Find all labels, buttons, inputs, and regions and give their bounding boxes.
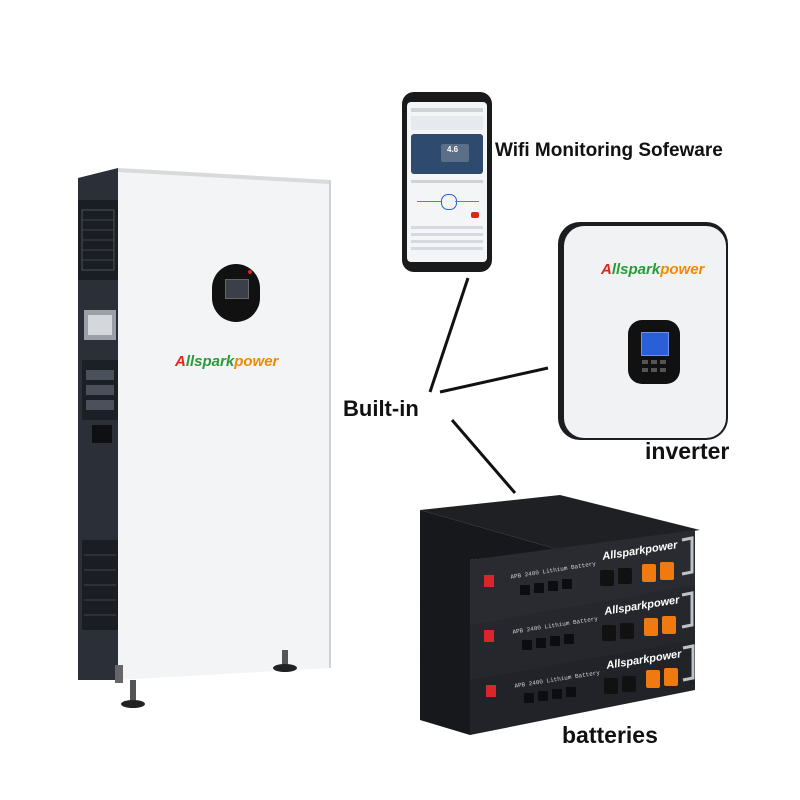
tower-led xyxy=(248,270,252,274)
batteries-label: batteries xyxy=(562,722,658,748)
tower-brand-logo: Allsparkpower xyxy=(175,353,279,370)
phone: 4.6 xyxy=(402,92,492,272)
phone-value: 4.6 xyxy=(447,145,459,154)
line-to-batteries xyxy=(450,419,517,494)
battery-stack xyxy=(420,495,700,735)
line-to-phone xyxy=(428,277,470,393)
tower-display xyxy=(212,264,260,322)
wifi-label: Wifi Monitoring Sofeware xyxy=(495,140,723,161)
tower-cabinet xyxy=(78,168,331,708)
tower-screen xyxy=(225,279,249,299)
line-to-inverter xyxy=(439,366,549,394)
phone-flow-diagram xyxy=(411,188,483,222)
built-in-label: Built-in xyxy=(343,396,419,421)
inverter-label: inverter xyxy=(645,438,730,464)
phone-screen: 4.6 xyxy=(407,102,487,262)
inverter-brand-logo: Allsparkpower xyxy=(601,261,705,278)
inverter-display xyxy=(628,320,680,384)
phone-dashboard-card: 4.6 xyxy=(411,134,483,174)
inverter-screen xyxy=(641,332,669,356)
